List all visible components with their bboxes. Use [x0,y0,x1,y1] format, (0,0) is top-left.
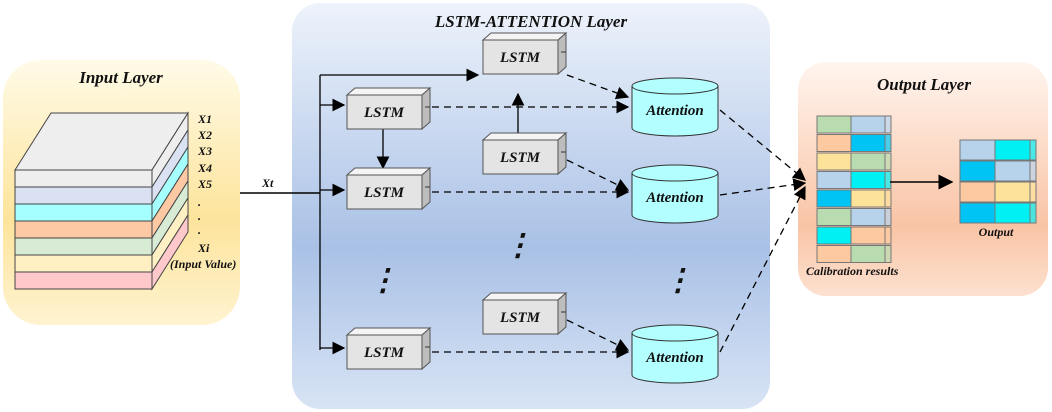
ellipsis-lstm-col2: ⋮ [503,229,533,262]
lstm-label: LSTM [499,310,541,326]
input-label: X3 [197,144,212,158]
attention-cylinder: Attention [631,164,719,224]
attention-label: Attention [645,350,704,366]
input-label: (Input Value) [170,257,236,271]
input-layer-slab [14,237,153,256]
attention-label: Attention [645,103,704,119]
output-label: Output [979,225,1014,239]
middle-layer-title: LSTM-ATTENTION Layer [434,12,628,31]
input-label: . [198,209,201,223]
input-label: Xi [197,241,210,255]
input-stack [14,111,189,291]
lstm-cell: LSTM [345,326,432,371]
input-layer-slab [14,169,153,188]
input-layer-slab [14,220,153,239]
lstm-label: LSTM [499,50,541,66]
lstm-label: LSTM [499,150,541,166]
calibration-label: Calibration results [806,264,899,278]
input-label: . [198,195,201,209]
attention-cylinder: Attention [631,324,719,384]
attention-label: Attention [645,190,704,206]
xt-label: Xt [261,176,274,190]
calibration-results-grid [816,115,892,263]
input-layer-slab [14,271,153,290]
attention-cylinder: Attention [631,77,719,137]
input-label: X1 [197,112,212,126]
lstm-cell: LSTM [481,131,568,176]
output-layer-title: Output Layer [877,75,971,94]
input-label: X4 [197,161,212,175]
input-layer-slab-side [151,213,189,291]
distribution-lines [319,68,525,355]
input-label: X2 [197,128,212,142]
lstm-cell: LSTM [345,86,432,131]
lstm-label: LSTM [363,185,405,201]
ellipsis-lstm-col1: ⋮ [368,264,398,297]
input-label: . [198,223,201,237]
lstm-cell: LSTM [345,166,432,211]
ellipsis-attention: ⋮ [663,264,693,297]
input-layer-slab [14,254,153,273]
lstm-label: LSTM [363,345,405,361]
lstm-cell: LSTM [481,291,568,336]
lstm-label: LSTM [363,105,405,121]
dashed-connections [432,74,807,359]
input-label: X5 [197,177,212,191]
input-layer-slab [14,186,153,205]
lstm-cell: LSTM [481,31,568,76]
input-layer-slab [14,203,153,222]
input-layer-title: Input Layer [78,68,163,87]
output-grid [959,139,1037,224]
